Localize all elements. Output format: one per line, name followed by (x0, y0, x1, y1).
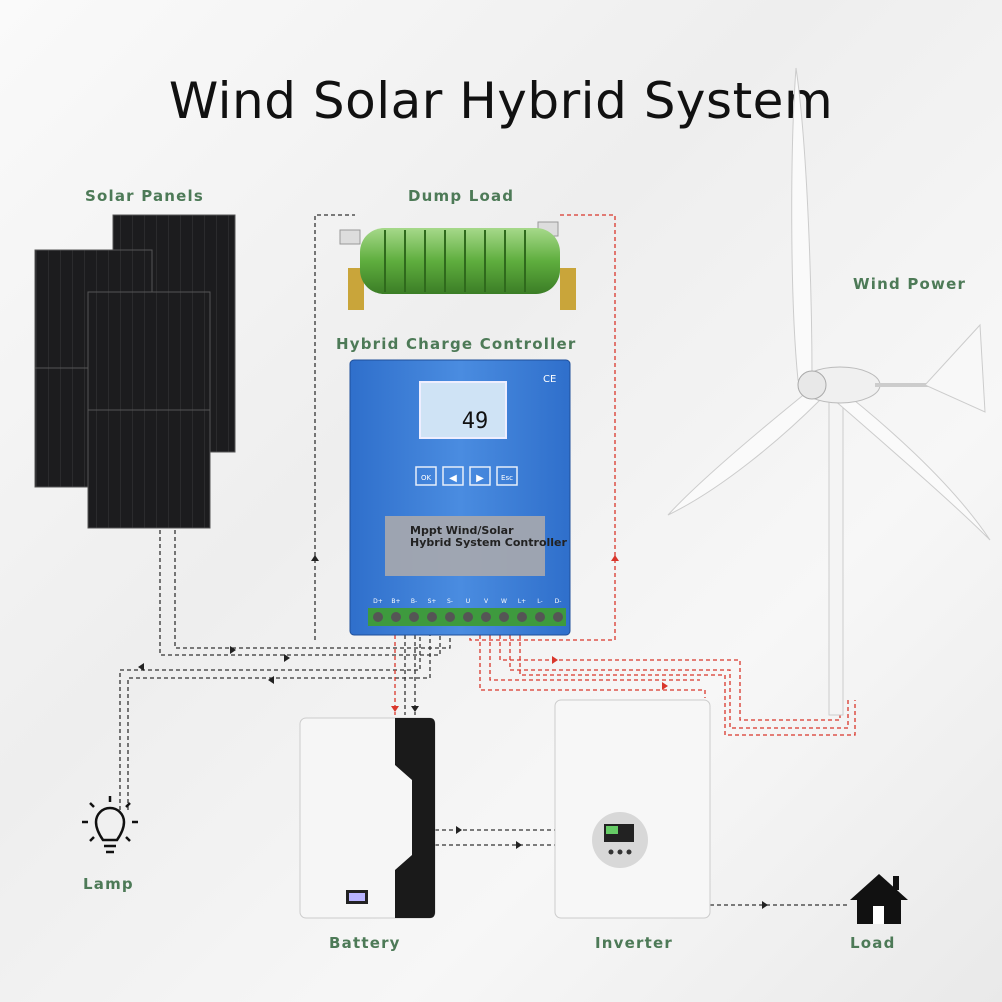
label-solar-panels: Solar Panels (85, 187, 205, 205)
label-lamp: Lamp (83, 875, 134, 893)
wind-turbine-image (667, 67, 991, 716)
terminal-label: L+ (518, 598, 526, 605)
terminal-label: B+ (391, 598, 400, 605)
terminal-label: D- (555, 598, 562, 605)
right-label: ▶ (476, 473, 484, 484)
label-load: Load (850, 934, 896, 952)
terminal-label: S- (447, 598, 453, 605)
solar-panels-image (34, 214, 236, 529)
controller-sticker (385, 516, 545, 576)
esc-button[interactable] (496, 466, 518, 486)
inverter-image (554, 699, 711, 919)
terminal-label: L- (537, 598, 542, 605)
dump-load-resistor-image (339, 221, 576, 310)
ce-mark: CE (543, 374, 556, 385)
page-title: Wind Solar Hybrid System (168, 72, 834, 130)
ok-button[interactable] (415, 466, 437, 486)
house-icon (850, 874, 908, 924)
wire-dump-load-black (314, 214, 355, 640)
label-battery: Battery (329, 934, 401, 952)
controller-lcd (419, 381, 507, 439)
lcd-value: 49 (462, 409, 489, 434)
terminal-label: V (484, 598, 489, 605)
product-name-1: Mppt Wind/Solar (410, 524, 514, 537)
left-button[interactable] (442, 466, 464, 486)
esc-label: Esc (501, 474, 513, 482)
wire-dump-load-red (469, 214, 616, 641)
terminal-label: W (501, 598, 507, 605)
terminal-label: S+ (428, 598, 437, 605)
wire-turbine (499, 635, 841, 721)
ok-label: OK (421, 474, 432, 482)
wire-lamp (119, 635, 421, 810)
terminal-label: U (466, 598, 470, 605)
label-dump-load: Dump Load (408, 187, 515, 205)
wires (119, 214, 856, 909)
left-label: ◀ (449, 473, 457, 484)
label-wind-power: Wind Power (853, 275, 967, 293)
terminal-label: D+ (373, 598, 383, 605)
right-button[interactable] (469, 466, 491, 486)
terminal-labels: D+ B+ B- S+ S- U V W L+ L- D- (373, 598, 561, 605)
product-name-2: Hybrid System Controller (410, 536, 568, 549)
battery-image (299, 717, 436, 919)
lamp-icon (82, 796, 138, 854)
label-hybrid-charge-controller: Hybrid Charge Controller (336, 335, 577, 353)
wire-solar-pos (159, 530, 441, 656)
label-inverter: Inverter (595, 934, 673, 952)
terminal-label: B- (411, 598, 417, 605)
charge-controller-image: 49 CE OK ◀ ▶ Esc Mppt Wind/Solar Hybrid … (349, 359, 571, 636)
